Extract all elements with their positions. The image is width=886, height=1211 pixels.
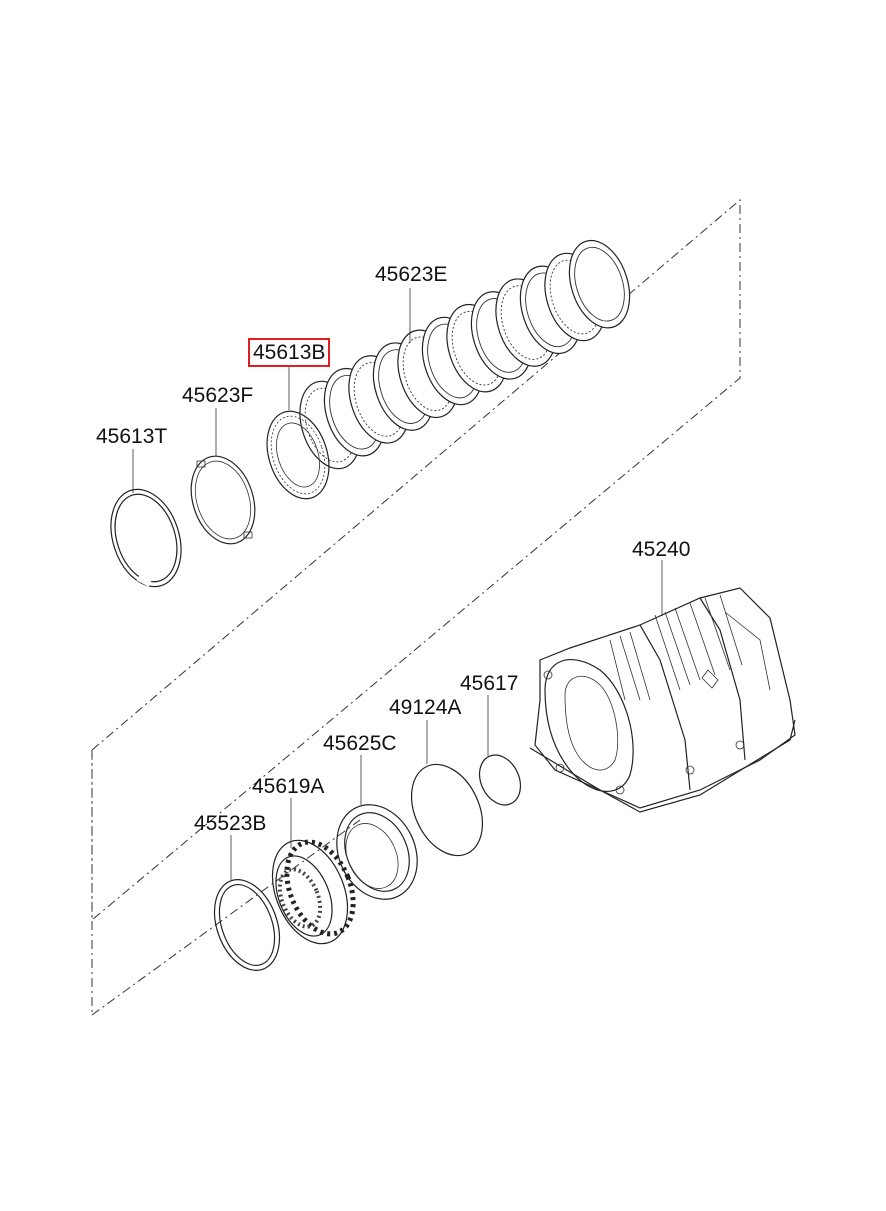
label-49124A[interactable]: 49124A [389,696,462,719]
pressure-plate-45623F[interactable] [181,448,266,552]
label-45617[interactable]: 45617 [460,672,519,695]
label-45613B-selected[interactable]: 45613B [248,338,331,367]
snap-ring-45523B[interactable] [203,871,292,980]
transmission-housing-45240[interactable] [529,587,796,813]
leader-lines [132,288,663,880]
label-45523B[interactable]: 45523B [194,812,267,835]
piston-45619A[interactable] [258,829,366,955]
clutch-disc-45613B[interactable] [257,403,340,507]
label-45623F[interactable]: 45623F [182,384,254,407]
label-45623E[interactable]: 45623E [375,263,448,286]
snap-ring-45613T[interactable] [99,480,193,596]
o-ring-45617[interactable] [472,748,528,811]
clutch-plate-stack[interactable] [289,233,640,477]
label-45240[interactable]: 45240 [632,538,691,561]
seal-ring-49124A[interactable] [398,753,497,867]
assembly-boundary [91,198,741,1016]
label-45613T[interactable]: 45613T [96,425,168,448]
label-45619A[interactable]: 45619A [252,775,325,798]
steel-plate [568,239,631,329]
bearing-race-45625C[interactable] [322,792,432,913]
label-45625C[interactable]: 45625C [323,732,397,755]
